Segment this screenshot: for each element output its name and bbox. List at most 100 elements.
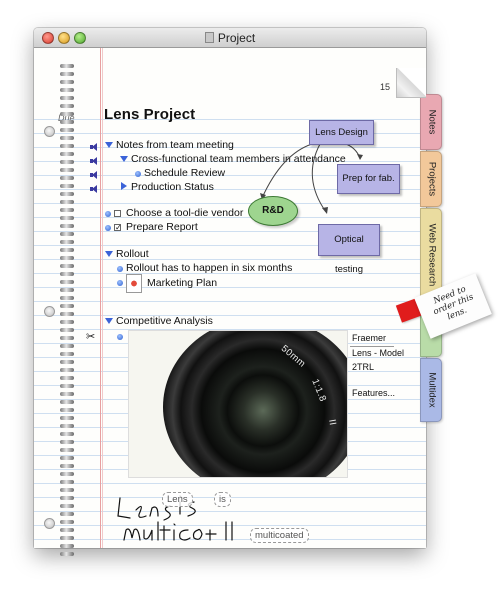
bullet-icon	[105, 225, 111, 231]
spiral-coil	[60, 104, 74, 108]
audio-note-icon[interactable]	[90, 143, 98, 151]
arrow-head	[322, 207, 328, 214]
tab-multidex[interactable]: Multidex	[420, 358, 442, 422]
audio-note-icon[interactable]	[90, 171, 98, 179]
spiral-coil	[60, 136, 74, 140]
spiral-coil	[60, 160, 74, 164]
node-prep-for-fab[interactable]: Prep for fab.	[337, 164, 400, 194]
expand-triangle-icon[interactable]	[105, 142, 113, 148]
tab-label: Projects	[426, 161, 438, 197]
tab-label: Notes	[426, 109, 438, 135]
close-button[interactable]	[42, 32, 54, 44]
outline-item-competitive[interactable]: Competitive Analysis	[116, 315, 213, 327]
outline-item-rollout-note[interactable]: Rollout has to happen in six months	[126, 262, 293, 274]
spiral-coil	[60, 184, 74, 188]
side-list-item[interactable]: 2TRL	[352, 362, 375, 372]
spiral-coil	[60, 224, 74, 228]
spiral-coil	[60, 456, 74, 460]
page-curl[interactable]	[396, 68, 426, 98]
spiral-coil	[60, 384, 74, 388]
spiral-coil	[60, 264, 74, 268]
spiral-coil	[60, 552, 74, 556]
spiral-coil	[60, 96, 74, 100]
recognized-word-multicoated[interactable]: multicoated	[250, 528, 309, 543]
spiral-coil	[60, 112, 74, 116]
audio-note-icon[interactable]	[90, 157, 98, 165]
recognized-word-is[interactable]: is	[214, 492, 231, 507]
tab-notes[interactable]: Notes	[420, 94, 442, 150]
spiral-coil	[60, 448, 74, 452]
node-lens-design[interactable]: Lens Design	[309, 120, 374, 145]
todo-checkbox[interactable]	[114, 210, 121, 217]
bullet-icon	[117, 334, 123, 340]
collapsed-triangle-icon[interactable]	[121, 182, 127, 190]
bullet-icon	[117, 280, 123, 286]
notebook-window: Project 15 Due Lens Project Notes from t…	[34, 28, 442, 556]
outline-item-schedule[interactable]: Schedule Review	[144, 167, 226, 179]
spiral-coil	[60, 152, 74, 156]
margin-line-secondary	[102, 48, 103, 548]
spiral-coil	[60, 192, 74, 196]
spiral-coil	[60, 472, 74, 476]
outline-item-production[interactable]: Production Status	[131, 181, 214, 193]
bullet-icon	[117, 266, 123, 272]
audio-note-icon[interactable]	[90, 185, 98, 193]
spiral-coil	[60, 344, 74, 348]
outline-item-report[interactable]: Prepare Report	[126, 221, 198, 233]
spiral-coil	[60, 128, 74, 132]
pdf-file-icon[interactable]	[126, 274, 142, 293]
spiral-coil	[60, 376, 74, 380]
spiral-coil	[60, 528, 74, 532]
outline-item-vendor[interactable]: Choose a tool-die vendor	[126, 207, 244, 219]
minimize-button[interactable]	[58, 32, 70, 44]
tab-projects[interactable]: Projects	[420, 151, 442, 207]
spiral-coil	[60, 440, 74, 444]
notebook-page[interactable]: 15 Due Lens Project Notes from team meet…	[34, 48, 426, 548]
outline-item-meeting[interactable]: Notes from team meeting	[116, 139, 234, 151]
margin-line	[100, 48, 101, 548]
lens-photo[interactable]: 50mm 1:1.8 II	[128, 330, 348, 478]
tab-label: Multidex	[426, 372, 438, 408]
todo-checkbox-checked[interactable]: ✓	[114, 223, 122, 232]
side-list-item[interactable]: Features...	[352, 388, 396, 398]
expand-triangle-icon[interactable]	[105, 251, 113, 257]
page-title[interactable]: Lens Project	[104, 106, 196, 123]
window-title: Project	[217, 31, 256, 45]
spiral-coil	[60, 352, 74, 356]
spiral-coil	[60, 328, 74, 332]
spiral-coil	[60, 144, 74, 148]
outline-item-marketing[interactable]: Marketing Plan	[147, 277, 218, 289]
punch-hole	[44, 126, 55, 137]
spiral-coil	[60, 240, 74, 244]
zoom-button[interactable]	[74, 32, 86, 44]
scissors-icon[interactable]: ✂	[86, 331, 96, 343]
spiral-coil	[60, 232, 74, 236]
outline-item-attendance[interactable]: Cross-functional team members in attenda…	[131, 153, 346, 165]
spiral-coil	[60, 80, 74, 84]
spiral-coil	[60, 496, 74, 500]
outline-item-rollout[interactable]: Rollout	[116, 248, 149, 260]
side-list-item[interactable]: Fraemer	[352, 333, 387, 343]
page-number: 15	[380, 82, 391, 92]
spiral-coil	[60, 88, 74, 92]
expand-triangle-icon[interactable]	[120, 156, 128, 162]
tab-label: Web Research	[426, 223, 438, 287]
spiral-coil	[60, 200, 74, 204]
node-rd[interactable]: R&D	[248, 196, 298, 226]
handwriting-area[interactable]: Lens is multicoated	[114, 488, 354, 548]
recognized-word-lens[interactable]: Lens	[162, 492, 193, 507]
spiral-coil	[60, 248, 74, 252]
title-bar[interactable]: Project	[34, 28, 426, 48]
page-header-area	[34, 48, 426, 104]
punch-hole	[44, 306, 55, 317]
spiral-coil	[60, 312, 74, 316]
spiral-coil	[60, 176, 74, 180]
spiral-coil	[60, 296, 74, 300]
spiral-coil	[60, 480, 74, 484]
spiral-coil	[60, 432, 74, 436]
side-list-item[interactable]: Lens - Model	[352, 348, 405, 358]
node-optical-testing[interactable]: Optical testing	[318, 224, 380, 275]
spiral-coil	[60, 368, 74, 372]
expand-triangle-icon[interactable]	[105, 318, 113, 324]
spiral-coil	[60, 168, 74, 172]
